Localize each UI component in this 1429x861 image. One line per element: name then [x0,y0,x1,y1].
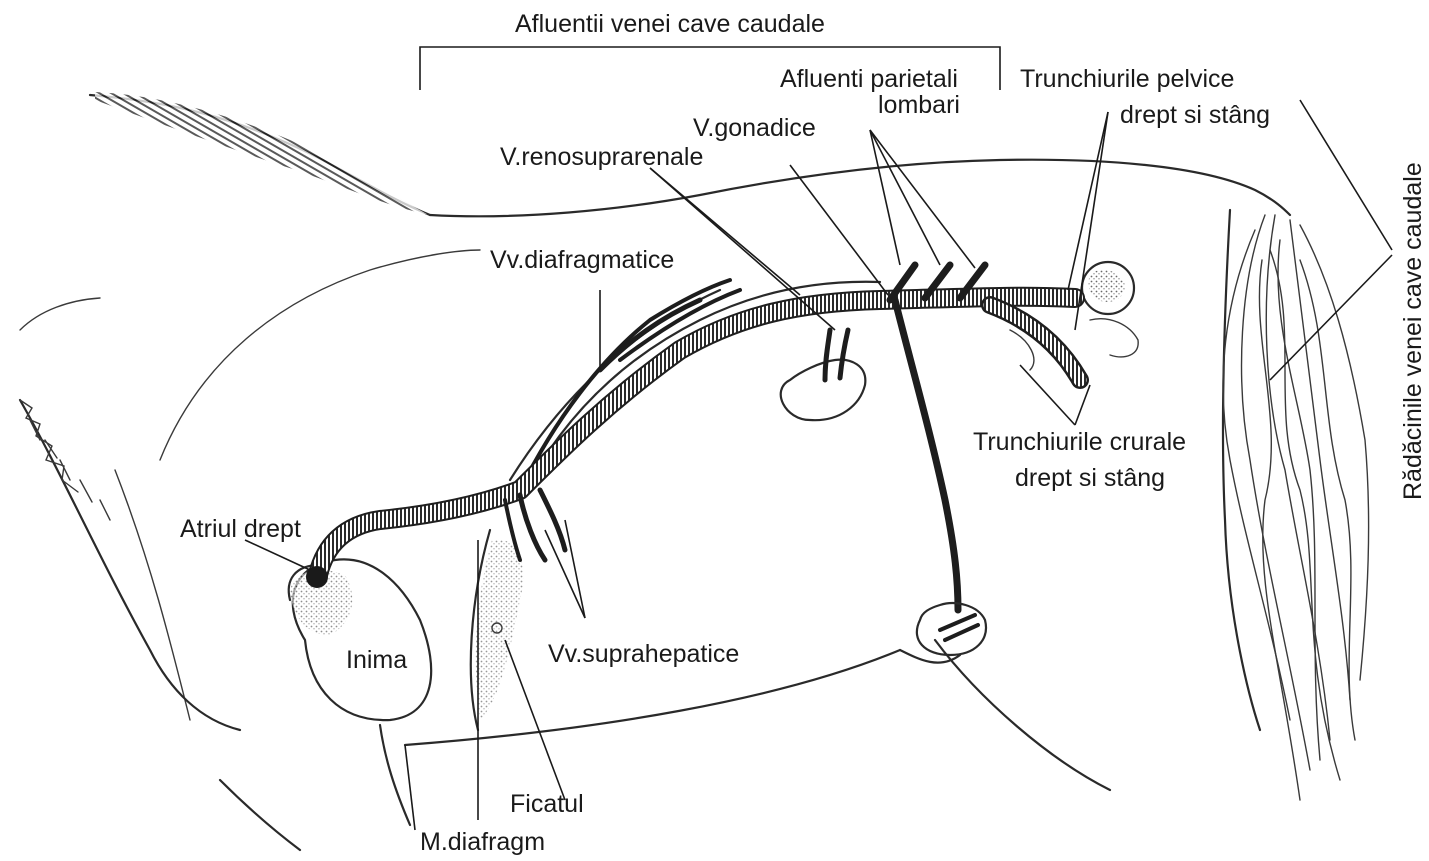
text-labels: Afluentii venei cave caudale Afluenti pa… [180,10,1427,856]
caudal-vena-cava [306,297,1080,588]
label-parietal-line2: lombari [878,91,960,119]
label-crural-line2: drept si stâng [1015,464,1165,492]
label-bracket-title: Afluentii venei cave caudale [515,10,825,38]
label-crural-line1: Trunchiurile crurale [973,428,1186,456]
label-diaphragm: M.diafragm [420,828,545,856]
gonadal-vein [895,300,986,655]
label-heart: Inima [346,646,407,674]
label-right-atrium: Atriul drept [180,515,301,543]
label-gonadal: V.gonadice [693,114,816,142]
label-roots: Rădăcinile venei cave caudale [1399,162,1427,500]
kidney [781,330,866,420]
label-renal: V.renosuprarenale [500,143,703,171]
label-hepatic: Vv.suprahepatice [548,640,739,668]
label-diaphragmatic: Vv.diafragmatice [490,246,674,274]
label-pelvic-line2: drept si stâng [1120,101,1270,129]
label-parietal-line1: Afluenti parietali [780,65,958,93]
label-liver: Ficatul [510,790,584,818]
label-pelvic-line1: Trunchiurile pelvice [1020,65,1234,93]
tail [1223,215,1369,800]
